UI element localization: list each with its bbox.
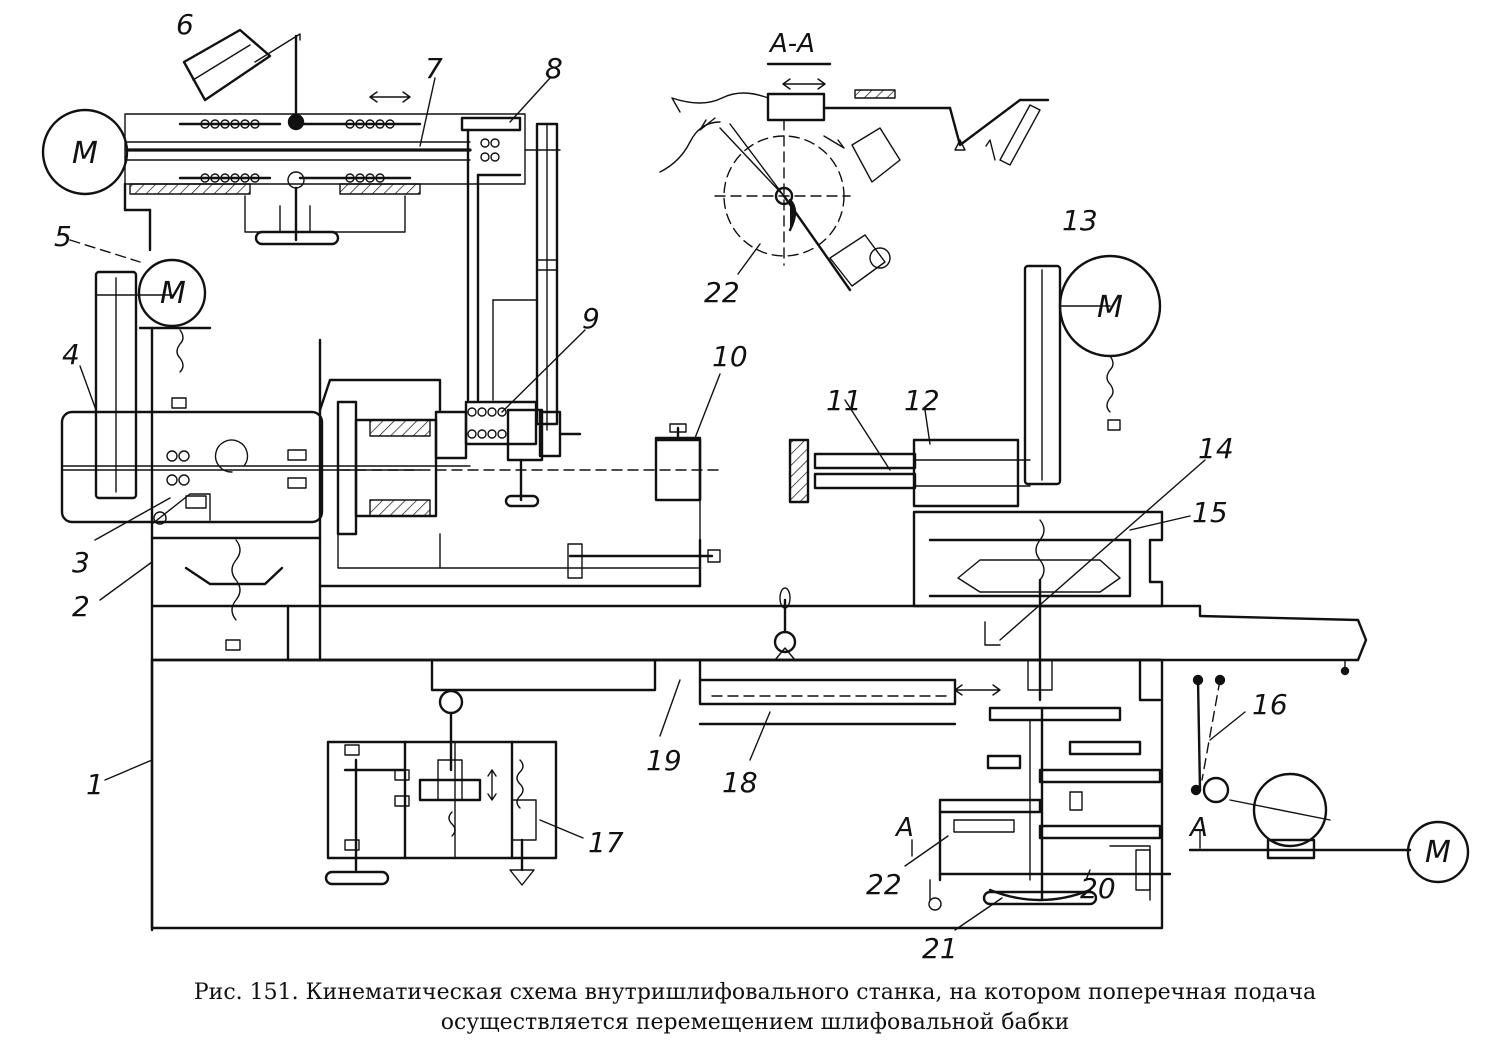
- lever-16: [1188, 674, 1470, 884]
- motor-label-13: M: [1097, 290, 1123, 325]
- section-a-a: [659, 62, 1050, 292]
- label-2: 2: [72, 590, 90, 623]
- arrow-top-horizontal: [369, 91, 411, 103]
- label-5: 5: [54, 220, 72, 253]
- hydraulic-unit-17: [324, 689, 558, 886]
- label-20: 20: [1080, 872, 1116, 905]
- label-7: 7: [425, 52, 443, 85]
- leader-lines: [69, 77, 1246, 931]
- label-18: 18: [722, 766, 758, 799]
- label-14: 14: [1198, 432, 1234, 465]
- label-6: 6: [176, 8, 194, 41]
- grinding-head: [788, 254, 1164, 702]
- section-title: A-A: [768, 29, 815, 59]
- motor-right: [1406, 820, 1470, 884]
- caption-line-1: Рис. 151. Кинематическая схема внутришли…: [193, 980, 1317, 1005]
- label-1: 1: [86, 768, 104, 801]
- label-11: 11: [826, 384, 862, 417]
- motor-5: [137, 258, 207, 328]
- workhead-chuck: [318, 378, 721, 588]
- label-3: 3: [72, 546, 90, 579]
- label-15: 15: [1192, 496, 1228, 529]
- label-10: 10: [712, 340, 748, 373]
- label-9: 9: [582, 302, 600, 335]
- label-12: 12: [904, 384, 940, 417]
- lower-body: [150, 658, 1164, 930]
- label-22-section: 22: [704, 276, 740, 309]
- label-13: 13: [1062, 204, 1098, 237]
- label-8: 8: [545, 52, 563, 85]
- figure-caption: Рис. 151. Кинематическая схема внутришли…: [30, 978, 1480, 1038]
- section-mark-left: A: [894, 813, 914, 843]
- section-mark-right: A: [1188, 813, 1208, 843]
- label-17: 17: [588, 826, 624, 859]
- motor-top-left: [41, 108, 129, 196]
- label-4: 4: [62, 338, 80, 371]
- kinematic-diagram: 1 2 3 4 5 6 7 8 9 10 11 12 13 14 15 16 1…: [41, 8, 1470, 965]
- feed-gearbox: [928, 706, 1172, 911]
- label-22: 22: [866, 868, 902, 901]
- label-16: 16: [1252, 688, 1288, 721]
- motor-label-right: M: [1425, 835, 1451, 870]
- motor-label-5: M: [160, 276, 186, 311]
- caption-line-2: осуществляется перемещением шлифовальной…: [440, 1010, 1070, 1035]
- label-21: 21: [922, 932, 958, 965]
- workhead-drive: [60, 258, 471, 932]
- top-feed-mechanism: [41, 28, 561, 431]
- motor-label-top-left: M: [72, 136, 98, 171]
- label-19: 19: [646, 744, 682, 777]
